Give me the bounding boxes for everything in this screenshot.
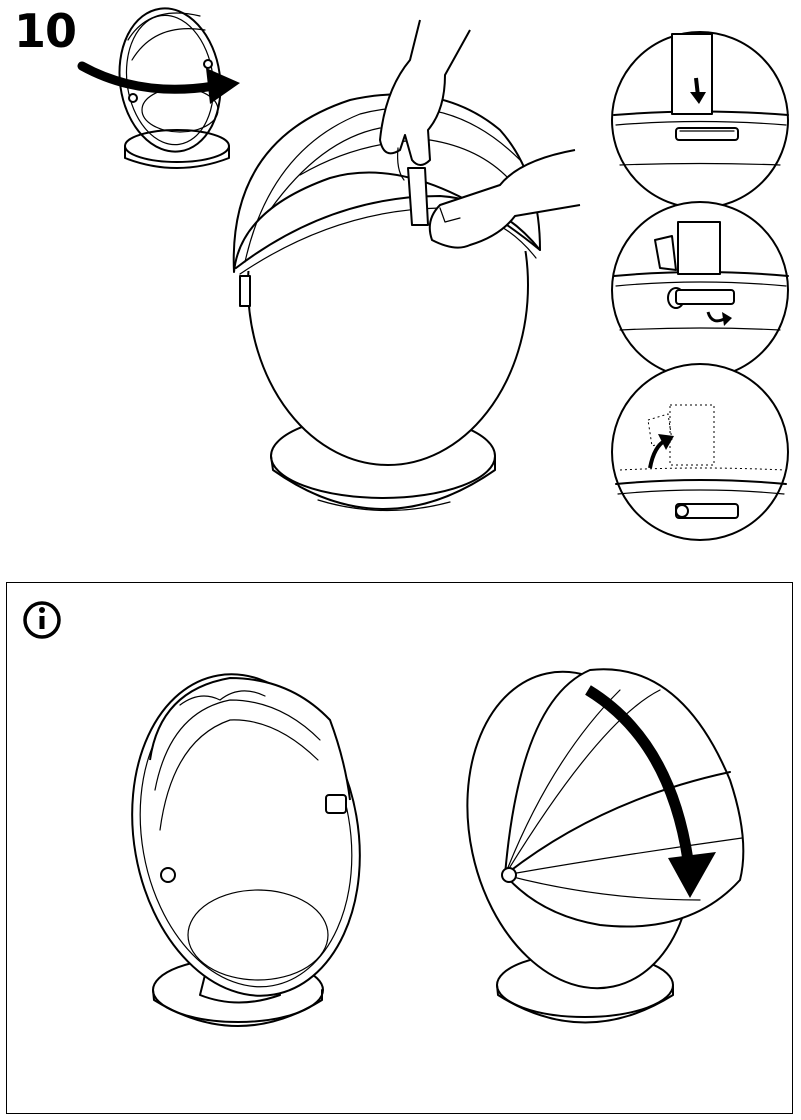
detail-circle-1: [611, 31, 789, 209]
info-frame: [6, 582, 793, 1114]
chair-hood-closed: [466, 668, 745, 1024]
curved-arrow-icon: [77, 61, 240, 104]
info-icon: [23, 601, 61, 639]
small-arrow-down-icon: [690, 77, 706, 104]
egg-chair-main: [232, 93, 541, 512]
step-number: 10: [14, 4, 77, 58]
curl-arrow-icon: [706, 311, 732, 326]
hands: [379, 19, 581, 249]
curved-arrow-icon-hood: [585, 685, 716, 898]
detail-circle-3: [611, 363, 789, 541]
up-arrow-icon: [648, 434, 674, 469]
detail-circle-2: [611, 201, 789, 379]
chair-hood-open: [131, 673, 361, 1027]
